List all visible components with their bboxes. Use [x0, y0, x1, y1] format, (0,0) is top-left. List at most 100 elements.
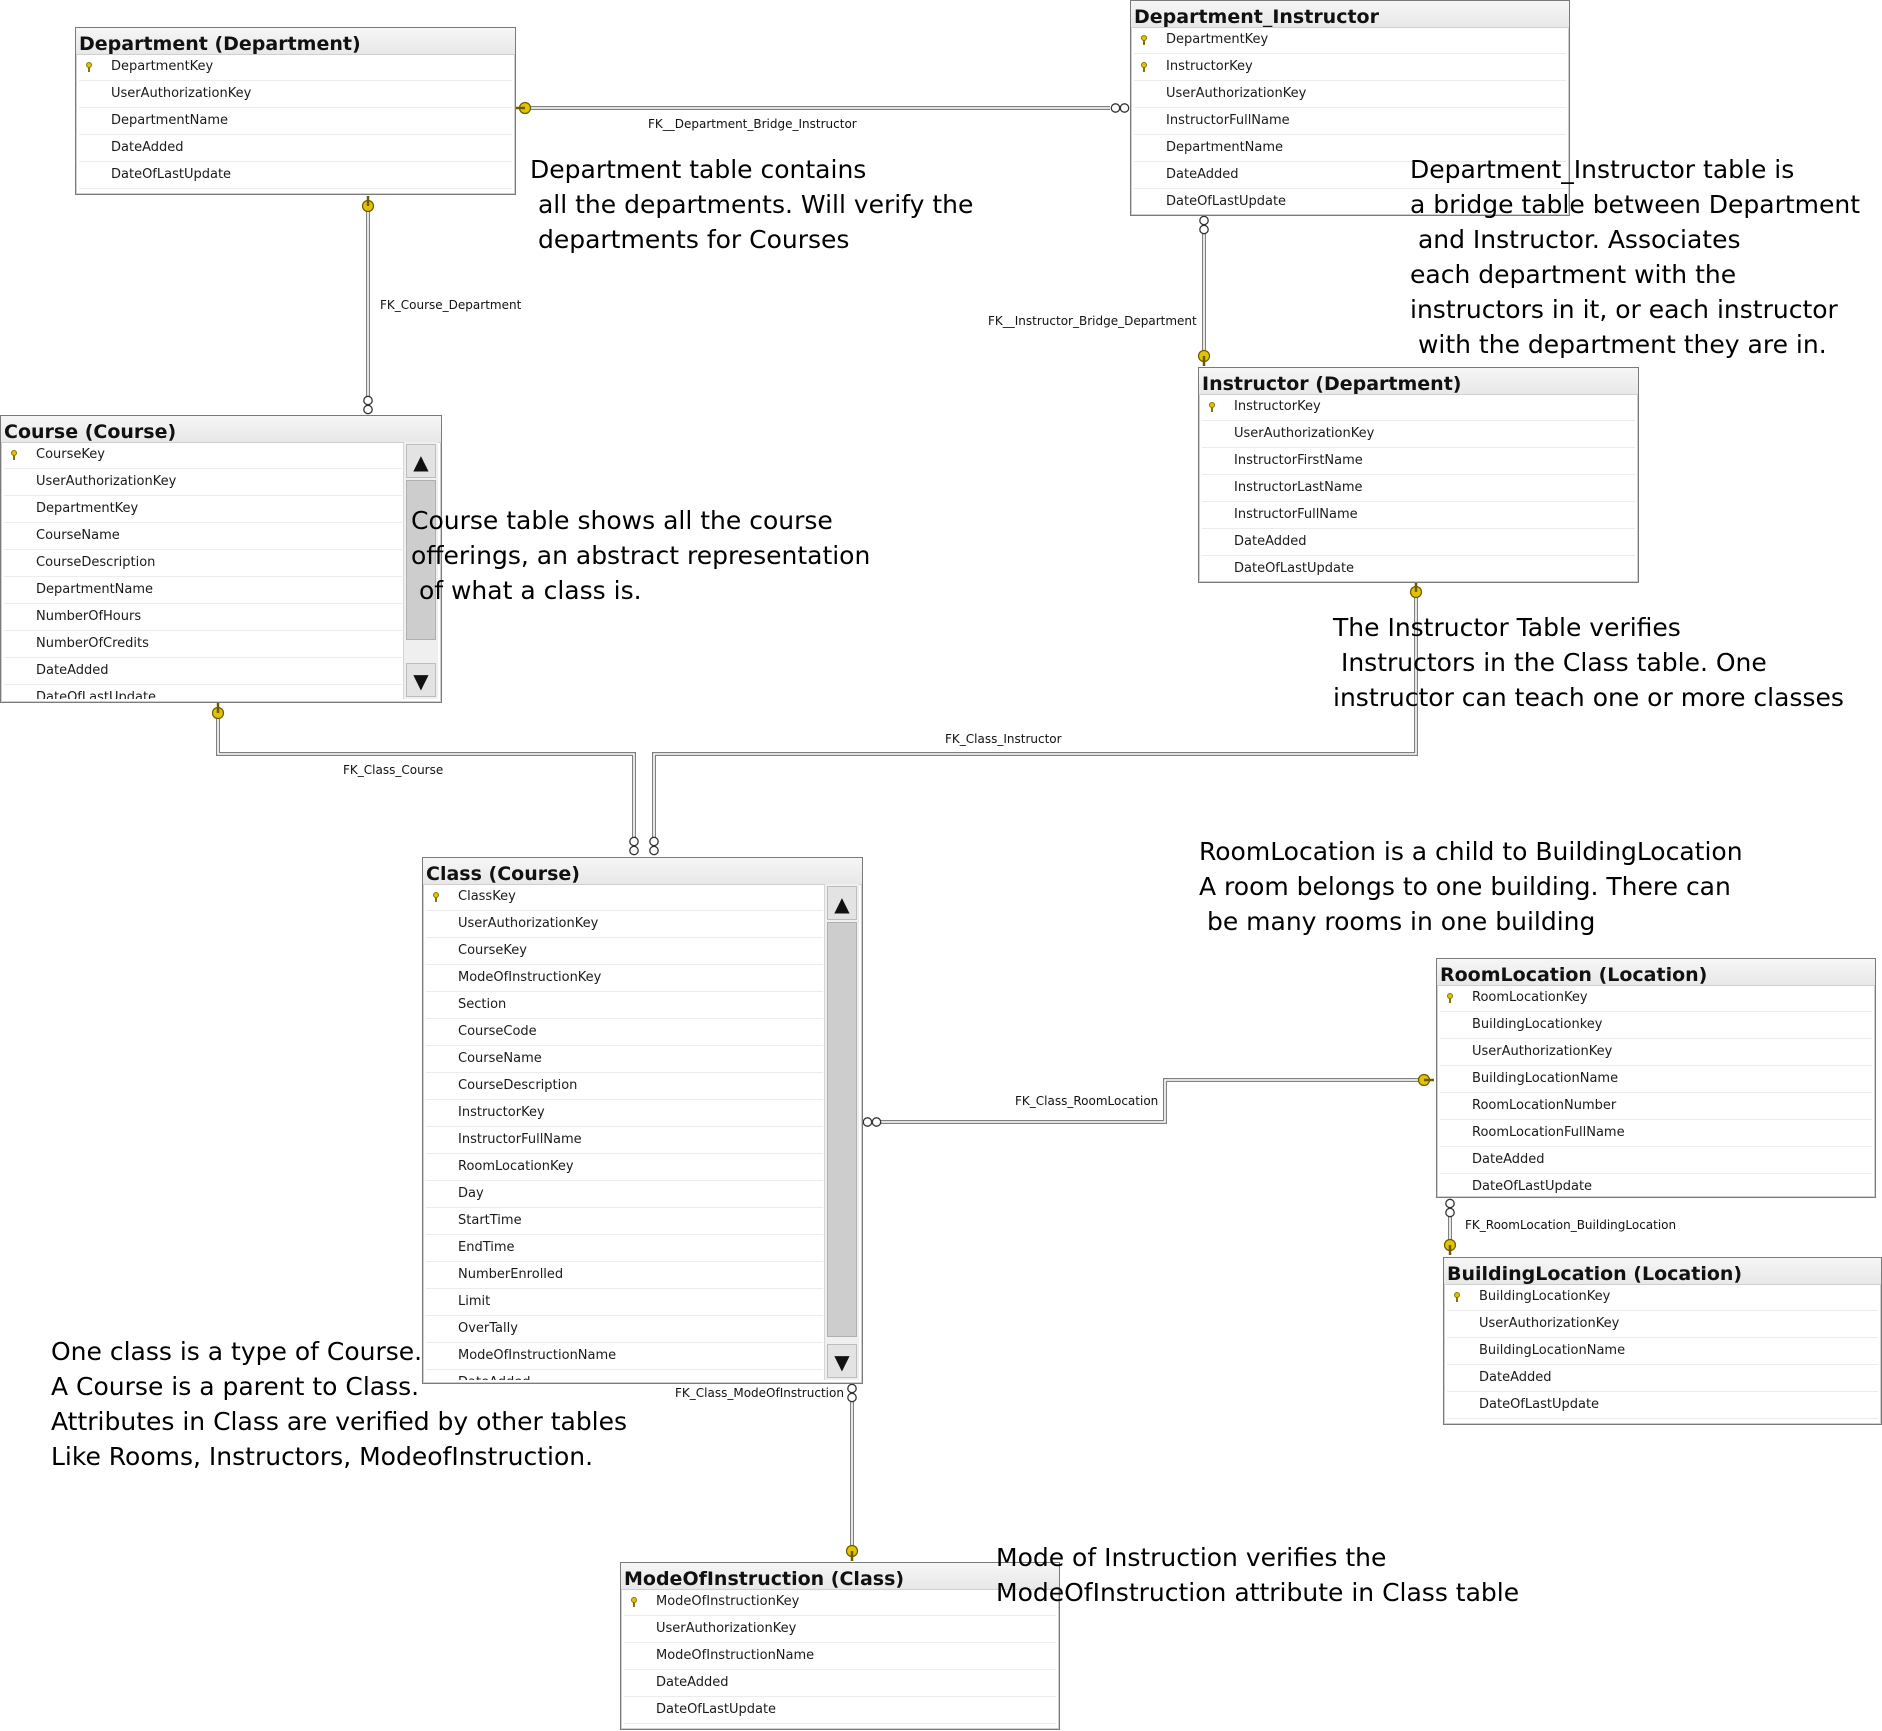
- column-row[interactable]: InstructorFullName: [1134, 108, 1566, 135]
- column-row[interactable]: BuildingLocationkey: [1440, 1012, 1872, 1039]
- column-row[interactable]: RoomLocationNumber: [1440, 1093, 1872, 1120]
- column-row[interactable]: UserAuthorizationKey: [1134, 81, 1566, 108]
- column-name: Limit: [458, 1294, 491, 1309]
- column-row[interactable]: OverTally: [426, 1316, 823, 1343]
- relationship-label[interactable]: FK_Class_RoomLocation: [1015, 1094, 1159, 1108]
- column-row[interactable]: DateAdded: [1440, 1147, 1872, 1174]
- column-row[interactable]: DepartmentName: [1134, 135, 1566, 162]
- column-row[interactable]: DepartmentKey: [79, 54, 512, 81]
- column-row[interactable]: DateAdded: [79, 135, 512, 162]
- column-row[interactable]: DateAdded: [1202, 529, 1635, 556]
- column-row[interactable]: ModeOfInstructionName: [624, 1643, 1056, 1670]
- column-name: DateAdded: [1479, 1370, 1552, 1385]
- column-row[interactable]: CourseName: [426, 1046, 823, 1073]
- column-name: ClassKey: [458, 889, 516, 904]
- column-row[interactable]: UserAuthorizationKey: [79, 81, 512, 108]
- relationship-label[interactable]: FK_Class_ModeOfInstruction: [675, 1386, 844, 1400]
- scrollbar-thumb[interactable]: [406, 480, 436, 640]
- column-row[interactable]: UserAuthorizationKey: [1447, 1311, 1878, 1338]
- column-row[interactable]: NumberOfHours: [4, 604, 402, 631]
- column-row[interactable]: Limit: [426, 1289, 823, 1316]
- relationship-label[interactable]: FK__Department_Bridge_Instructor: [648, 117, 857, 131]
- column-row[interactable]: CourseKey: [4, 442, 402, 469]
- column-row[interactable]: RoomLocationKey: [1440, 985, 1872, 1012]
- relationship-label[interactable]: FK_Class_Instructor: [945, 732, 1062, 746]
- column-row[interactable]: DepartmentName: [4, 577, 402, 604]
- relationship-label[interactable]: FK_Class_Course: [343, 763, 444, 777]
- column-row[interactable]: DateOfLastUpdate: [79, 162, 512, 189]
- column-row[interactable]: InstructorFullName: [1202, 502, 1635, 529]
- column-row[interactable]: DateOfLastUpdate: [1440, 1174, 1872, 1194]
- column-row[interactable]: Day: [426, 1181, 823, 1208]
- scroll-down-arrow-icon[interactable]: ▼: [827, 1344, 857, 1378]
- column-row[interactable]: InstructorKey: [1134, 54, 1566, 81]
- column-row[interactable]: UserAuthorizationKey: [1202, 421, 1635, 448]
- scroll-up-arrow-icon[interactable]: ▲: [827, 886, 857, 920]
- column-name: DateAdded: [656, 1675, 729, 1690]
- column-row[interactable]: InstructorKey: [1202, 394, 1635, 421]
- column-row[interactable]: CourseKey: [426, 938, 823, 965]
- column-row[interactable]: DateAdded: [426, 1370, 823, 1380]
- vertical-scrollbar[interactable]: ▲ ▼: [824, 884, 859, 1380]
- column-row[interactable]: InstructorLastName: [1202, 475, 1635, 502]
- column-row[interactable]: ClassKey: [426, 884, 823, 911]
- column-row[interactable]: RoomLocationFullName: [1440, 1120, 1872, 1147]
- column-row[interactable]: UserAuthorizationKey: [4, 469, 402, 496]
- column-row[interactable]: BuildingLocationName: [1447, 1338, 1878, 1365]
- column-row[interactable]: InstructorFullName: [426, 1127, 823, 1154]
- many-end-icon: [649, 836, 659, 856]
- column-name: UserAuthorizationKey: [1166, 86, 1307, 101]
- column-row[interactable]: DepartmentKey: [4, 496, 402, 523]
- relationship-label[interactable]: FK_RoomLocation_BuildingLocation: [1465, 1218, 1677, 1232]
- scroll-up-arrow-icon[interactable]: ▲: [406, 444, 436, 478]
- vertical-scrollbar[interactable]: ▲ ▼: [403, 442, 438, 699]
- column-row[interactable]: DateAdded: [4, 658, 402, 685]
- column-row[interactable]: ModeOfInstructionKey: [624, 1589, 1056, 1616]
- column-row[interactable]: EndTime: [426, 1235, 823, 1262]
- relationship-label[interactable]: FK_Course_Department: [380, 298, 522, 312]
- column-row[interactable]: DepartmentKey: [1134, 27, 1566, 54]
- column-row[interactable]: CourseCode: [426, 1019, 823, 1046]
- column-row[interactable]: BuildingLocationName: [1440, 1066, 1872, 1093]
- column-row[interactable]: DateOfLastUpdate: [4, 685, 402, 699]
- column-row[interactable]: DateAdded: [624, 1670, 1056, 1697]
- column-row[interactable]: NumberOfCredits: [4, 631, 402, 658]
- column-row[interactable]: DateAdded: [1447, 1365, 1878, 1392]
- column-row[interactable]: UserAuthorizationKey: [1440, 1039, 1872, 1066]
- column-row[interactable]: ModeOfInstructionKey: [426, 965, 823, 992]
- column-row[interactable]: CourseDescription: [4, 550, 402, 577]
- column-row[interactable]: RoomLocationKey: [426, 1154, 823, 1181]
- relationship-label[interactable]: FK__Instructor_Bridge_Department: [988, 314, 1197, 328]
- column-row[interactable]: DateOfLastUpdate: [1202, 556, 1635, 579]
- line-class-instructor[interactable]: [652, 593, 1418, 840]
- table-title: Instructor (Department): [1199, 368, 1638, 395]
- column-row[interactable]: InstructorFirstName: [1202, 448, 1635, 475]
- column-row[interactable]: UserAuthorizationKey: [624, 1616, 1056, 1643]
- column-row[interactable]: DateAdded: [1134, 162, 1566, 189]
- column-row[interactable]: InstructorKey: [426, 1100, 823, 1127]
- column-row[interactable]: CourseName: [4, 523, 402, 550]
- column-row[interactable]: UserAuthorizationKey: [426, 911, 823, 938]
- column-row[interactable]: DateOfLastUpdate: [1134, 189, 1566, 212]
- column-row[interactable]: Section: [426, 992, 823, 1019]
- column-row[interactable]: DepartmentName: [79, 108, 512, 135]
- scrollbar-thumb[interactable]: [827, 922, 857, 1337]
- column-name: NumberEnrolled: [458, 1267, 564, 1282]
- scroll-down-arrow-icon[interactable]: ▼: [406, 663, 436, 697]
- column-row[interactable]: DateOfLastUpdate: [624, 1697, 1056, 1724]
- column-row[interactable]: CourseDescription: [426, 1073, 823, 1100]
- table-mode-of-instruction[interactable]: ModeOfInstruction (Class) ModeOfInstruct…: [620, 1562, 1060, 1730]
- column-row[interactable]: ModeOfInstructionName: [426, 1343, 823, 1370]
- column-row[interactable]: StartTime: [426, 1208, 823, 1235]
- column-name: DepartmentKey: [36, 501, 139, 516]
- column-row[interactable]: BuildingLocationKey: [1447, 1284, 1878, 1311]
- table-building-location[interactable]: BuildingLocation (Location) BuildingLoca…: [1443, 1257, 1882, 1425]
- column-row[interactable]: DateOfLastUpdate: [1447, 1392, 1878, 1419]
- column-row[interactable]: NumberEnrolled: [426, 1262, 823, 1289]
